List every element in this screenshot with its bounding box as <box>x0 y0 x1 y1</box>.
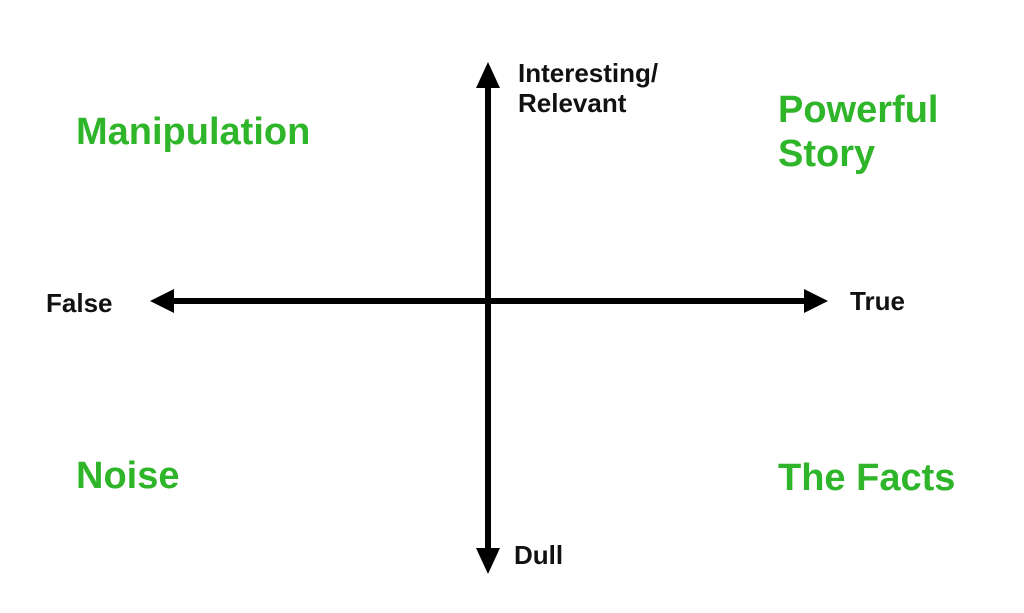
axis-label-interesting: Interesting/ Relevant <box>518 58 658 118</box>
quadrant-powerful-story: Powerful Story <box>778 88 938 176</box>
quadrant-powerful-story-line1: Powerful <box>778 89 939 131</box>
quadrant-manipulation: Manipulation <box>76 111 311 153</box>
right-arrowhead <box>804 289 828 313</box>
quadrant-powerful-story-line2: Story <box>778 133 876 175</box>
axis-label-dull: Dull <box>514 540 564 570</box>
left-arrowhead <box>150 289 174 313</box>
axis-label-interesting-line1: Interesting/ <box>518 58 659 88</box>
quadrant-the-facts: The Facts <box>778 457 956 499</box>
bottom-arrowhead <box>476 548 500 574</box>
axis-label-true: True <box>850 286 905 316</box>
quadrant-noise: Noise <box>76 455 180 497</box>
top-arrowhead <box>476 62 500 88</box>
axis-label-false: False <box>46 288 113 318</box>
axis-label-interesting-line2: Relevant <box>518 88 627 118</box>
